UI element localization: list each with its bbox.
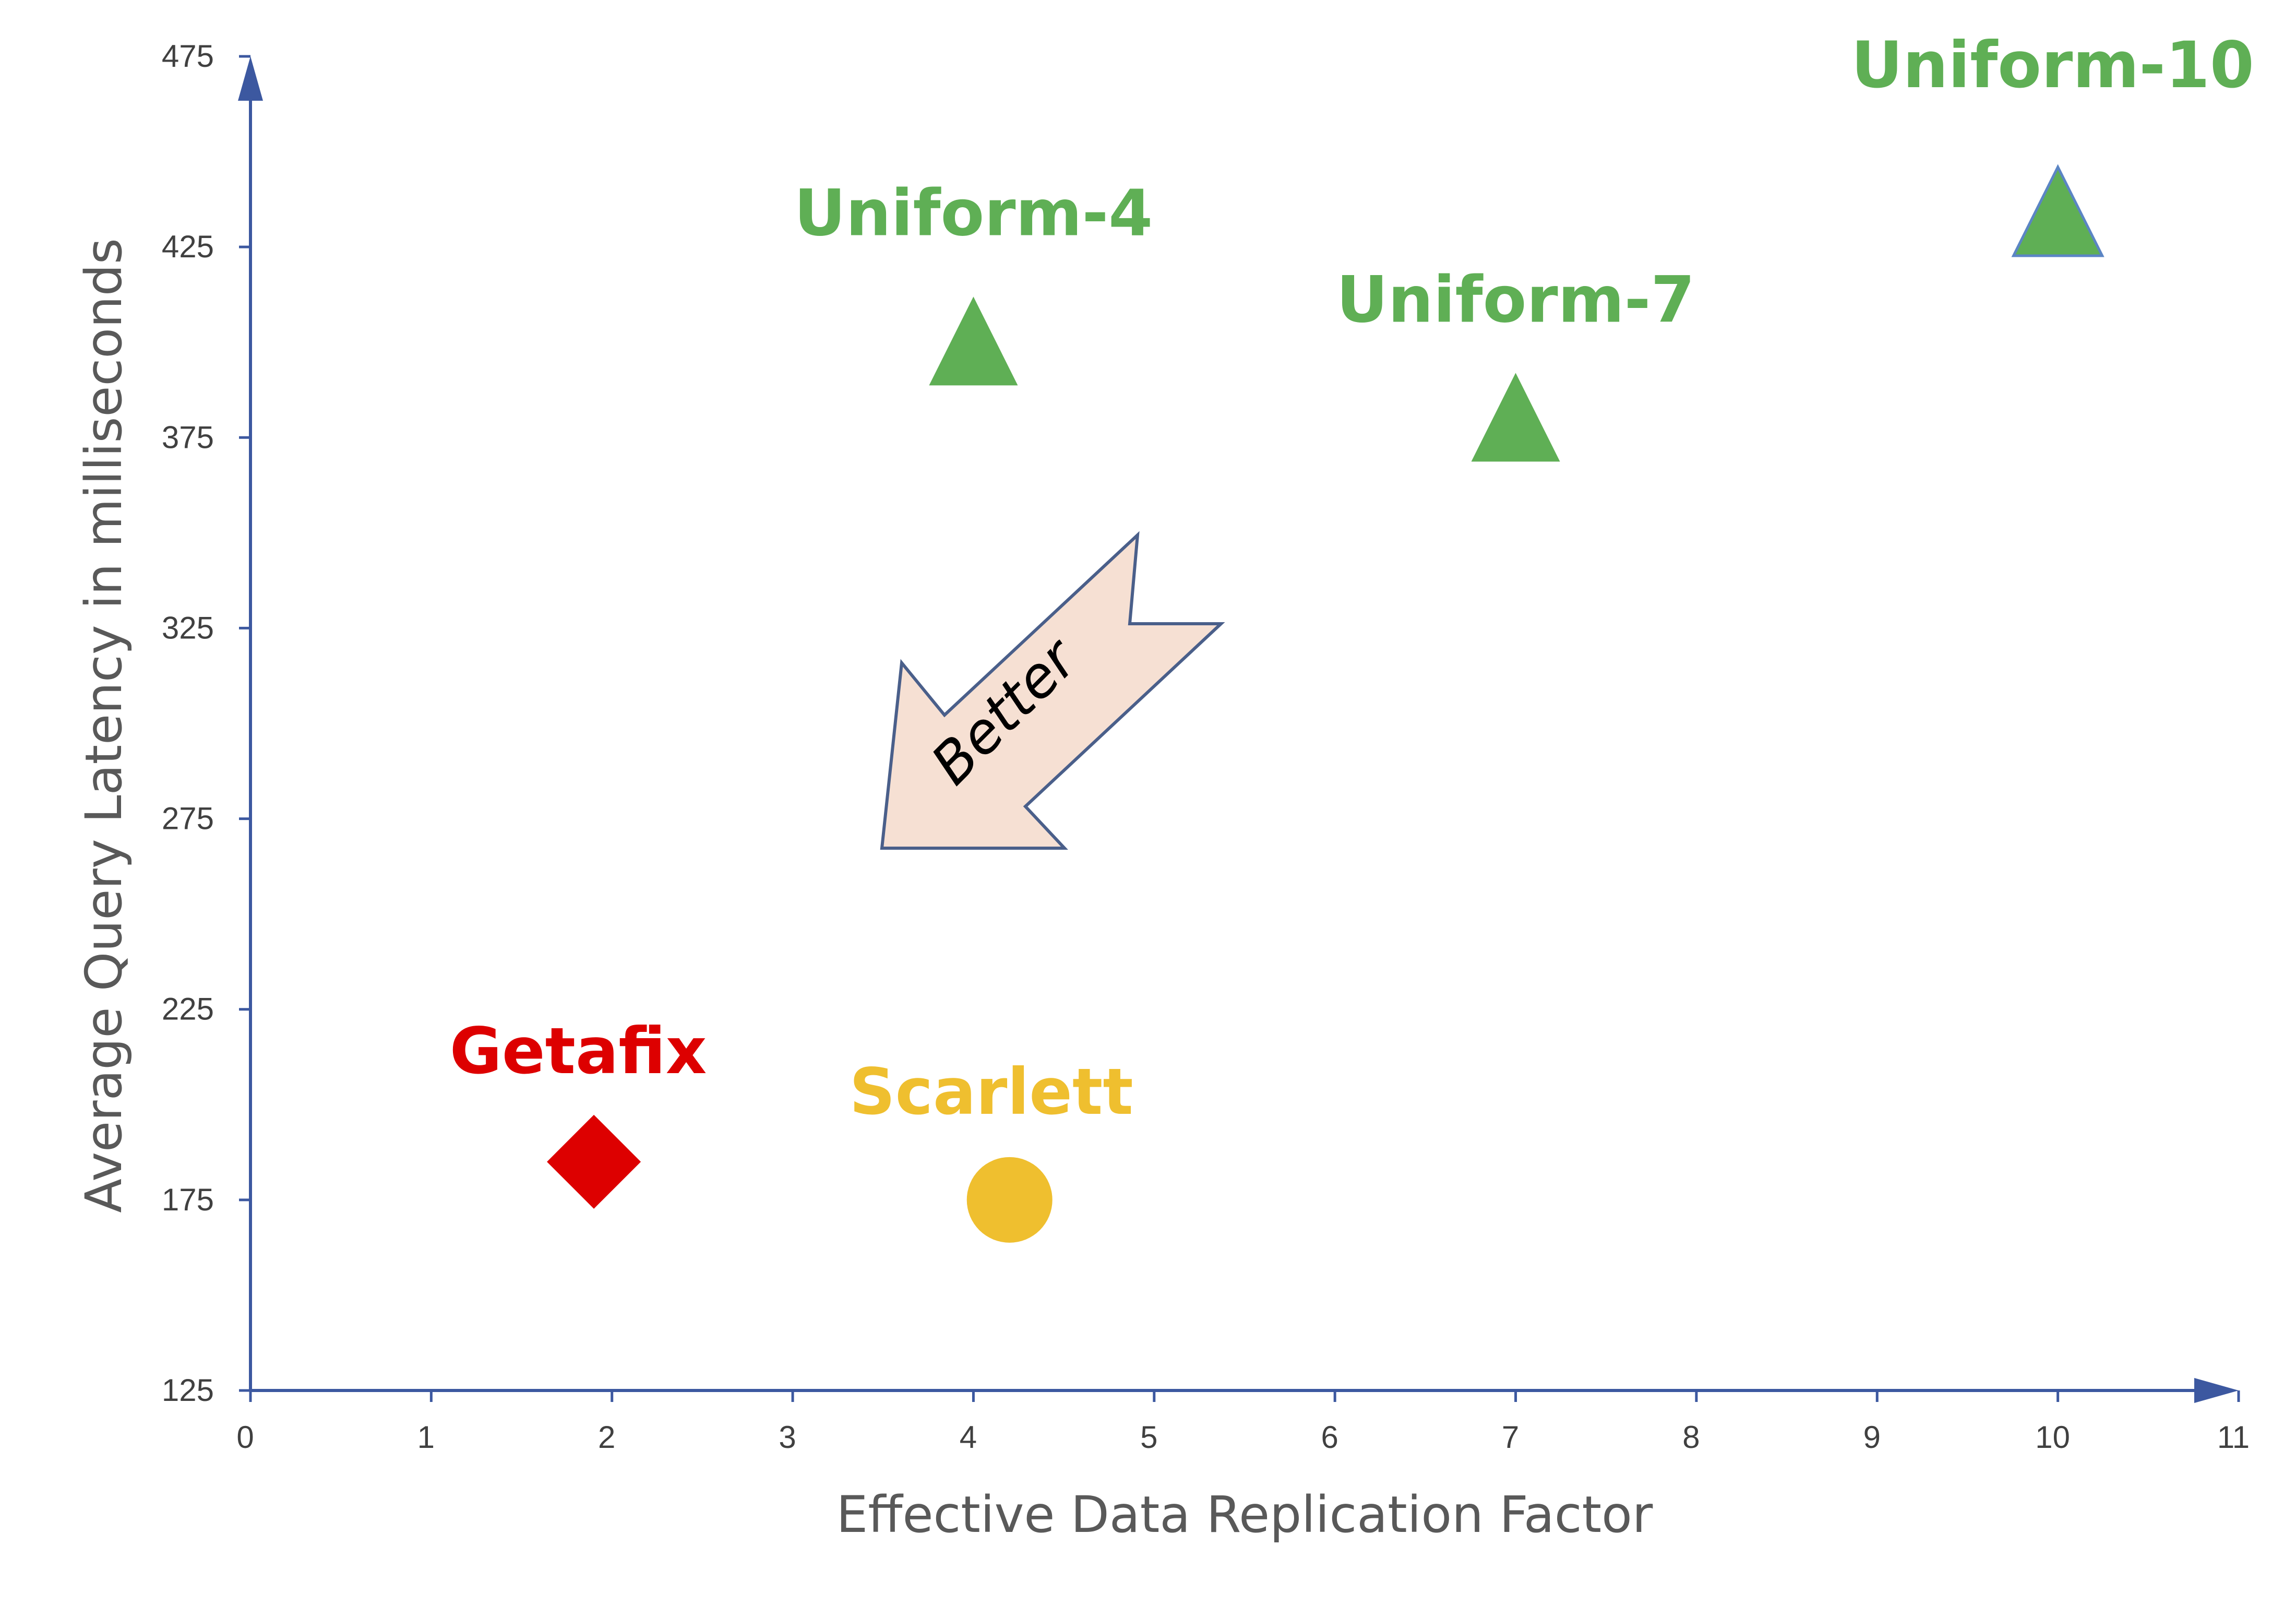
circle-marker (966, 1157, 1053, 1243)
y-tick-label: 125 (162, 1373, 214, 1408)
point-group: Scarlett (850, 1055, 1133, 1243)
y-tick-label: 475 (162, 39, 214, 74)
x-tick-label: 8 (1682, 1420, 1700, 1455)
diamond-marker (547, 1114, 641, 1209)
y-tick-label: 375 (162, 420, 214, 455)
y-tick-label: 225 (162, 992, 214, 1027)
x-axis-arrowhead (2194, 1378, 2239, 1403)
x-axis-title: Effective Data Replication Factor (836, 1485, 1653, 1544)
point-group: Getafix (450, 1014, 707, 1209)
point-label: Uniform-7 (1336, 263, 1695, 337)
x-axis-ticks: 0 1 2 3 4 5 6 7 8 9 10 11 (236, 1390, 2250, 1455)
x-tick-label: 1 (417, 1420, 435, 1455)
triangle-marker (929, 296, 1018, 386)
point-label: Uniform-10 (1851, 28, 2254, 102)
triangle-marker (1471, 373, 1560, 462)
y-tick-label: 425 (162, 229, 214, 264)
x-tick-label: 9 (1863, 1420, 1881, 1455)
y-axis-ticks: 125 175 225 275 325 375 425 475 (162, 39, 250, 1408)
triangle-marker (2011, 164, 2104, 257)
axes (238, 56, 2239, 1403)
point-label: Getafix (450, 1014, 707, 1088)
x-tick-label: 7 (1502, 1420, 1519, 1455)
y-axis-arrowhead (238, 56, 263, 101)
better-arrow-shape (880, 531, 1225, 850)
x-tick-label: 11 (2217, 1420, 2250, 1455)
y-tick-label: 275 (162, 801, 214, 836)
y-axis-title: Average Query Latency in milliseconds (75, 238, 133, 1213)
y-tick-label: 175 (162, 1182, 214, 1217)
point-group: Uniform-4 (794, 176, 1153, 386)
point-label: Scarlett (850, 1055, 1133, 1129)
x-tick-label: 5 (1140, 1420, 1157, 1455)
point-group: Uniform-10 (1851, 28, 2254, 257)
y-tick-label: 325 (162, 610, 214, 645)
x-tick-label: 0 (236, 1420, 254, 1455)
better-arrow-callout: Better (880, 531, 1225, 850)
x-tick-label: 10 (2035, 1420, 2070, 1455)
point-group: Uniform-7 (1336, 263, 1695, 462)
point-label: Uniform-4 (794, 176, 1153, 250)
x-tick-label: 4 (960, 1420, 977, 1455)
x-tick-label: 2 (598, 1420, 615, 1455)
x-tick-label: 6 (1321, 1420, 1338, 1455)
x-tick-label: 3 (779, 1420, 796, 1455)
